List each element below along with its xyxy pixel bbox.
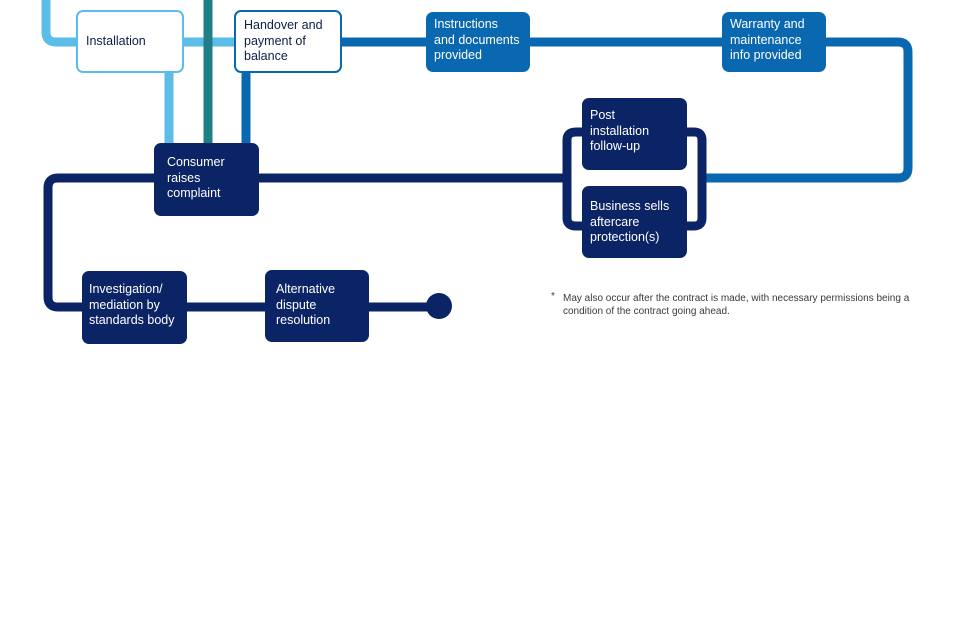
- footnote: * May also occur after the contract is m…: [551, 291, 923, 318]
- business-sells-label: Business sells aftercare protection(s): [590, 199, 670, 244]
- investigation-node: Investigation/ mediation by standards bo…: [82, 271, 187, 344]
- end-dot: [426, 293, 452, 319]
- post-installation-label: Post installation follow-up: [590, 108, 650, 153]
- mid-blue-line: [341, 37, 913, 183]
- handover-node: Handover and payment of balance: [234, 10, 342, 73]
- instructions-label: Instructions and documents provided: [434, 17, 520, 62]
- business-sells-node: Business sells aftercare protection(s): [582, 186, 687, 258]
- warranty-node: Warranty and maintenance info provided: [722, 12, 826, 72]
- footnote-text: May also occur after the contract is mad…: [563, 293, 910, 317]
- investigation-label: Investigation/ mediation by standards bo…: [89, 282, 175, 327]
- handover-label: Handover and payment of balance: [244, 18, 323, 64]
- consumer-complaint-node: Consumer raises complaint: [154, 143, 259, 216]
- adr-label: Alternative dispute resolution: [276, 282, 336, 327]
- consumer-complaint-label: Consumer raises complaint: [167, 155, 225, 200]
- dark-navy-line: [43, 173, 567, 312]
- footnote-marker: *: [551, 291, 555, 302]
- installation-label: Installation: [86, 33, 146, 48]
- right-bracket: [686, 127, 707, 231]
- adr-node: Alternative dispute resolution: [265, 270, 369, 342]
- post-installation-node: Post installation follow-up: [582, 98, 687, 170]
- installation-node: Installation: [76, 10, 184, 73]
- warranty-label: Warranty and maintenance info provided: [730, 17, 805, 62]
- instructions-node: Instructions and documents provided: [426, 12, 530, 72]
